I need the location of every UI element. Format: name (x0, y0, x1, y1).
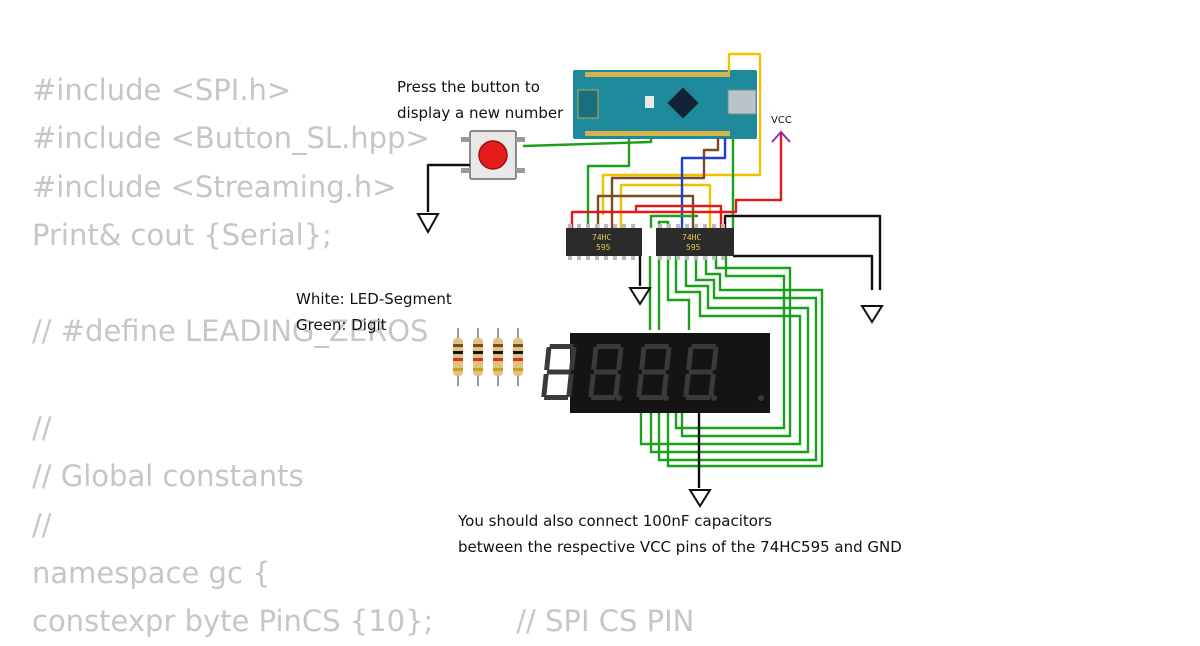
wire-blue (680, 138, 727, 228)
capacitor-note-line1: You should also connect 100nF capacitors (458, 512, 772, 530)
display-segment (596, 344, 621, 349)
arduino-nano-board (573, 70, 757, 139)
display-segment (546, 369, 572, 375)
ground-symbol-button (416, 213, 440, 235)
display-segment (593, 369, 619, 375)
circuit-diagram: 74HC 595 74HC 595 VCC (416, 52, 884, 508)
display-segment (541, 374, 549, 397)
button-note: Press the button to display a new number (397, 74, 563, 126)
legend-note: White: LED-Segment Green: Digit (296, 286, 452, 338)
display-segment (683, 374, 691, 397)
display-segment (636, 374, 644, 397)
display-segment (544, 347, 552, 370)
display-segment (616, 347, 624, 370)
display-segment (590, 395, 616, 400)
display-segment (638, 395, 664, 400)
ground-symbol-left-chip (628, 287, 652, 306)
button-note-line2: display a new number (397, 104, 564, 122)
button-note-line1: Press the button to (397, 78, 540, 96)
legend-white: White: LED-Segment (296, 290, 452, 308)
ground-symbol-display (688, 489, 712, 508)
display-segment (685, 395, 711, 400)
code-line: namespace gc { (32, 555, 271, 590)
wire-green-button (522, 138, 653, 148)
display-segment (691, 344, 716, 349)
vcc-symbol: VCC (771, 115, 792, 143)
display-segment (661, 374, 669, 397)
ground-symbol-right (860, 305, 884, 324)
display-segment (588, 374, 596, 397)
wire-green-top (586, 138, 631, 228)
display-segment (708, 374, 716, 397)
code-line: Print& cout {Serial}; (32, 217, 332, 252)
code-line: // Global constants (32, 459, 304, 494)
resistor (473, 328, 483, 386)
shift-register-right: 74HC 595 (656, 224, 734, 260)
wire-brown (610, 138, 720, 228)
vcc-label: VCC (771, 115, 792, 126)
wire-red-vcc (570, 134, 783, 228)
chip-left-label-2: 595 (596, 243, 611, 252)
code-line: #include <Streaming.h> (32, 169, 397, 204)
wire-black-right-2 (733, 254, 874, 290)
display-segment (569, 347, 577, 370)
seven-segment-display (541, 333, 770, 413)
resistor (513, 328, 523, 386)
resistors (453, 328, 523, 386)
display-segment (664, 347, 672, 370)
resistor (453, 328, 463, 386)
legend-green: Green: Digit (296, 316, 387, 334)
chip-right-label-1: 74HC (682, 233, 701, 242)
button-cap-red (478, 140, 508, 170)
code-line: #include <Button_SL.hpp> (32, 121, 430, 156)
display-segment (566, 374, 574, 397)
chip-right-label-2: 595 (686, 243, 701, 252)
display-segment (591, 347, 599, 370)
display-segment (644, 344, 669, 349)
display-segment (686, 347, 694, 370)
code-line: // (32, 507, 52, 542)
push-button (461, 130, 525, 180)
code-line: #include <SPI.h> (32, 73, 292, 107)
wire-black-button-gnd (426, 163, 470, 212)
shift-register-left: 74HC 595 (566, 224, 642, 260)
display-segment (549, 344, 574, 349)
display-decimal-point (758, 395, 764, 401)
display-segment (543, 395, 569, 400)
display-segment (613, 374, 621, 397)
wire-red-vcc-2 (634, 204, 723, 228)
capacitor-note-line2: between the respective VCC pins of the 7… (458, 538, 902, 556)
code-line: // (32, 411, 52, 446)
display-segment (641, 369, 667, 375)
display-segment (688, 369, 714, 375)
display-segment (711, 347, 719, 370)
chip-left-label-1: 74HC (592, 233, 611, 242)
capacitor-note: You should also connect 100nF capacitors… (458, 508, 902, 560)
wire-black-right (723, 214, 882, 290)
wire-yellow-top (601, 52, 762, 215)
display-segment (639, 347, 647, 370)
code-line: // #define LEADING_ZEROS (32, 314, 429, 349)
resistor (493, 328, 503, 386)
